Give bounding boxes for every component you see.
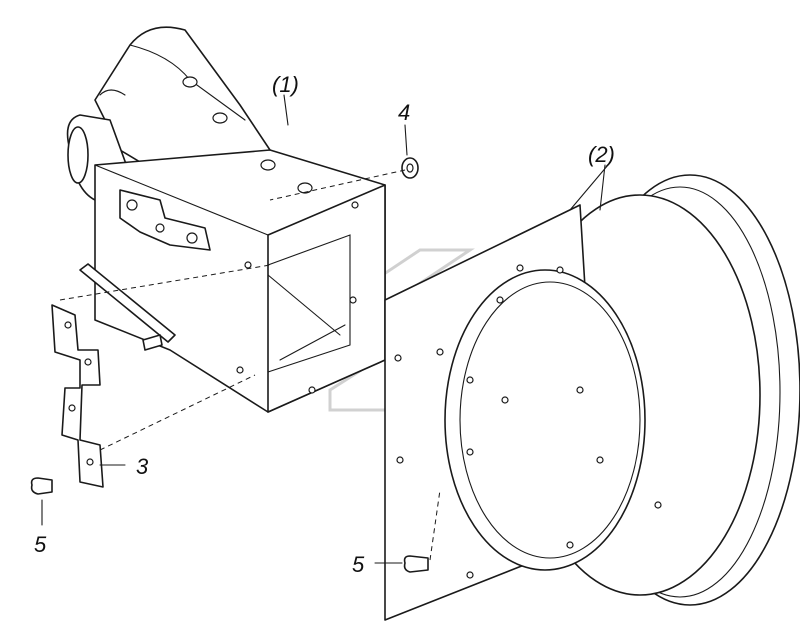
label-part-3: 3: [136, 454, 149, 479]
washer: [401, 157, 419, 179]
leader-lines: [41, 94, 609, 564]
flange-ring-assembly: [384, 174, 800, 621]
air-duct-housing: [66, 26, 386, 413]
label-part-1: (1): [272, 72, 299, 97]
label-part-4: 4: [398, 100, 410, 125]
label-part-2: (2): [588, 142, 615, 167]
label-part-5-left: 5: [34, 532, 47, 557]
bolt-left: [30, 477, 53, 495]
mounting-bracket: [51, 304, 104, 488]
label-part-5-right: 5: [352, 552, 365, 577]
bolt-right: [403, 555, 429, 573]
